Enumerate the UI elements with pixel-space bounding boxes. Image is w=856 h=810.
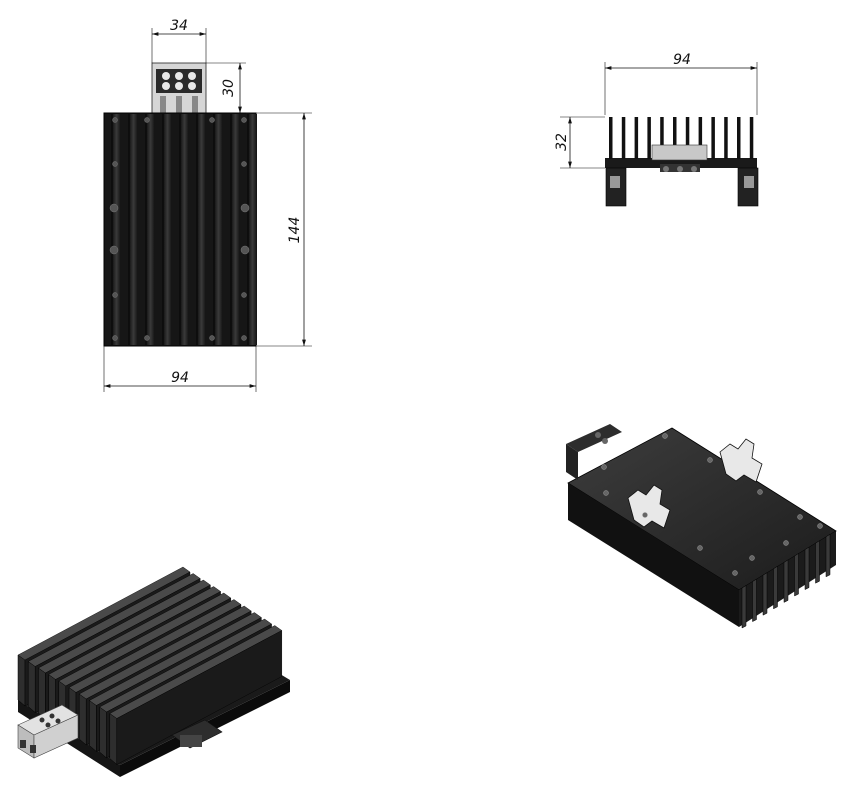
- iso-terminal-block: [17, 704, 79, 759]
- iso-fin: [109, 713, 118, 766]
- iso2-fin: [825, 533, 831, 578]
- dim-label-94-side: 94: [673, 52, 691, 68]
- iso2-fin: [741, 585, 747, 629]
- heatsink-body-front: [103, 112, 257, 347]
- front-fin: [214, 114, 223, 345]
- iso2-fin: [794, 553, 799, 597]
- dim-side-width: 94: [604, 52, 758, 115]
- front-fin: [197, 114, 206, 345]
- dim-body-width: 94: [103, 346, 257, 392]
- dim-label-32: 32: [554, 133, 570, 151]
- side-fin: [711, 117, 715, 159]
- dim-side-height: 32: [554, 116, 605, 169]
- front-view: 34 30 144 94: [103, 18, 312, 392]
- front-fin: [129, 114, 138, 345]
- dim-body-height: 144: [256, 112, 312, 347]
- dim-label-94-front: 94: [171, 370, 189, 386]
- dim-terminal-width: 34: [151, 18, 207, 63]
- front-fin: [163, 114, 172, 345]
- side-fin: [634, 117, 639, 159]
- front-fin: [248, 114, 257, 345]
- iso-fin: [78, 693, 87, 746]
- dim-label-30: 30: [221, 79, 237, 97]
- side-fin: [685, 117, 690, 159]
- terminal-block: [151, 62, 207, 114]
- side-fin: [660, 117, 664, 159]
- side-fin: [621, 117, 626, 159]
- front-fin: [112, 114, 121, 345]
- heatsink-body-side: [605, 117, 759, 207]
- dim-label-34: 34: [170, 18, 188, 34]
- front-fin: [146, 114, 155, 345]
- iso-fin: [17, 654, 26, 707]
- side-fin: [647, 117, 651, 159]
- iso2-fin: [815, 540, 820, 584]
- side-fin: [673, 117, 677, 159]
- dim-terminal-height: 30: [206, 62, 256, 114]
- iso-fin: [89, 700, 97, 753]
- front-fin: [180, 114, 189, 345]
- side-fin: [609, 117, 613, 159]
- iso-din-clips: [627, 438, 763, 529]
- iso-fin: [38, 667, 46, 720]
- iso-fin: [99, 706, 107, 759]
- dim-label-144: 144: [287, 217, 303, 244]
- iso2-fin: [762, 572, 768, 616]
- iso-view-fins: [17, 566, 290, 777]
- iso2-fin: [773, 565, 778, 610]
- side-fin: [724, 117, 728, 159]
- iso2-fin: [752, 578, 757, 623]
- side-fin: [698, 117, 703, 159]
- side-fin: [737, 117, 741, 159]
- front-fin: [231, 114, 240, 345]
- side-view: 94 32: [554, 52, 759, 207]
- iso-fin: [27, 661, 36, 714]
- iso2-fin: [804, 546, 810, 591]
- iso2-fin: [783, 559, 789, 603]
- side-fin: [749, 117, 754, 159]
- iso-view-bottom: [566, 424, 837, 629]
